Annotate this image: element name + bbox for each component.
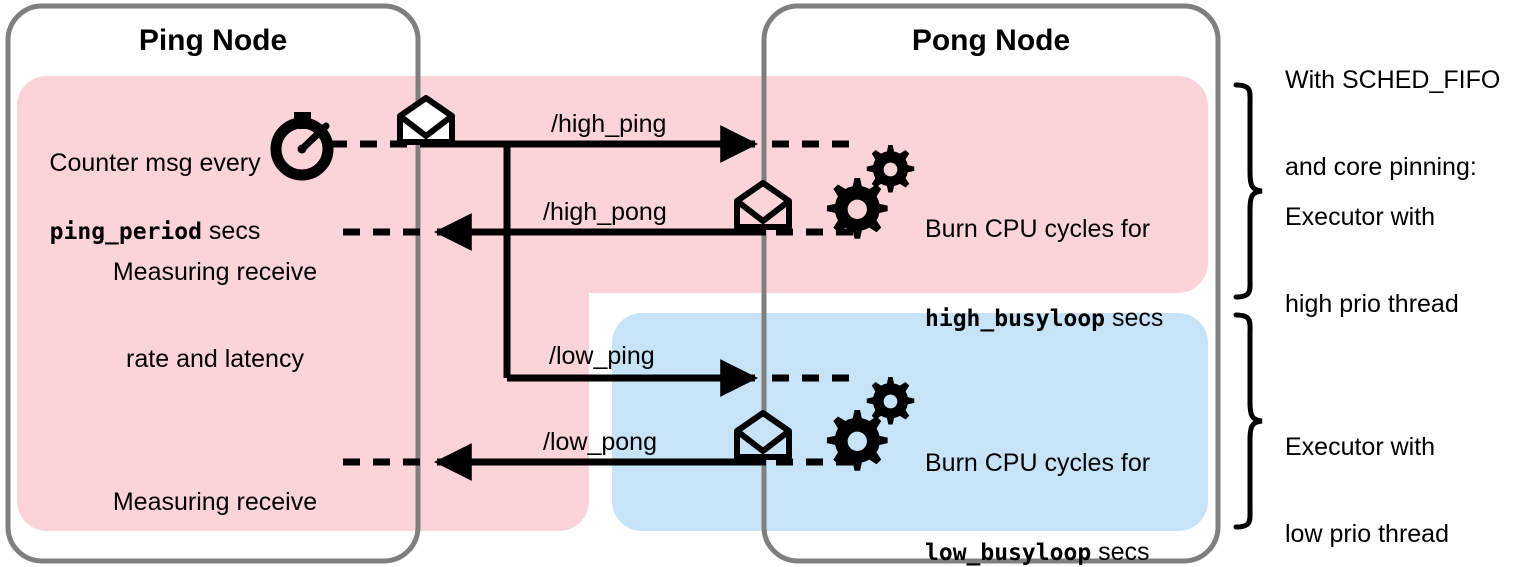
- topic-label-low-ping: /low_ping: [549, 342, 655, 370]
- gears-icon-high: [826, 145, 915, 239]
- low-busyloop-code: low_busyloop: [925, 540, 1092, 566]
- pong-high-worker-description: Burn CPU cycles for high_busyloop secs: [925, 157, 1205, 391]
- high-busyloop-code: high_busyloop: [925, 306, 1106, 332]
- ping-period-code: ping_period: [49, 219, 202, 246]
- topic-label-high-pong: /high_pong: [543, 198, 667, 226]
- stopwatch-icon: [270, 112, 334, 181]
- low-prio-executor-line1: Executor with: [1285, 433, 1436, 461]
- ping-high-subscriber-description: Measuring receive rate and latency: [100, 200, 330, 432]
- curly-brace-icon-high: [1233, 82, 1263, 300]
- ping-high-sub-line1: Measuring receive: [112, 258, 318, 286]
- high-prio-executor-line1: Executor with: [1285, 203, 1436, 231]
- pong-low-worker-suffix: secs: [1091, 538, 1150, 566]
- high-prio-executor-line2: high prio thread: [1285, 290, 1459, 318]
- ping-low-sub-line1: Measuring receive: [112, 488, 318, 516]
- ping-publisher-suffix: secs: [201, 217, 261, 246]
- pong-low-worker-line1: Burn CPU cycles for: [925, 449, 1151, 477]
- high-prio-executor-band-left: [17, 76, 589, 531]
- page-title-pong-node: Pong Node: [911, 24, 1071, 57]
- pong-high-worker-line1: Burn CPU cycles for: [925, 215, 1151, 243]
- pong-low-worker-description: Burn CPU cycles for low_busyloop secs: [925, 391, 1205, 567]
- low-prio-executor-line2: low prio thread: [1285, 520, 1449, 548]
- envelope-icon-ping-pub: [397, 95, 455, 145]
- pong-high-worker-line2: high_busyloop secs: [925, 304, 1205, 333]
- curly-brace-icon-low: [1233, 312, 1263, 530]
- ping-low-subscriber-description: Measuring receive rate and latency: [100, 430, 330, 567]
- pong-high-worker-suffix: secs: [1105, 304, 1164, 332]
- envelope-icon-pong-high: [734, 180, 792, 230]
- low-prio-executor-annotation: Executor with low prio thread: [1285, 375, 1522, 567]
- topic-label-low-pong: /low_pong: [543, 428, 657, 456]
- pong-node-box: [761, 3, 1221, 564]
- ping-high-sub-line2: rate and latency: [126, 345, 304, 373]
- sched-fifo-heading-line2: and core pinning:: [1285, 153, 1477, 181]
- topic-label-high-ping: /high_ping: [551, 110, 667, 138]
- high-prio-executor-annotation: Executor with high prio thread: [1285, 145, 1522, 377]
- sched-fifo-heading-line1: With SCHED_FIFO: [1285, 66, 1501, 94]
- page-title-ping-node: Ping Node: [138, 24, 288, 57]
- ping-publisher-line2: ping_period secs: [30, 217, 280, 246]
- envelope-icon-pong-low: [734, 410, 792, 460]
- ping-publisher-description: Counter msg every ping_period secs: [30, 112, 280, 283]
- ping-publisher-line1: Counter msg every: [49, 149, 261, 178]
- low-prio-executor-band: [612, 313, 1208, 531]
- pong-low-worker-line2: low_busyloop secs: [925, 538, 1205, 567]
- sched-fifo-heading: With SCHED_FIFO and core pinning:: [1285, 8, 1522, 240]
- ping-node-box: [5, 3, 421, 564]
- gears-icon-low: [826, 377, 915, 471]
